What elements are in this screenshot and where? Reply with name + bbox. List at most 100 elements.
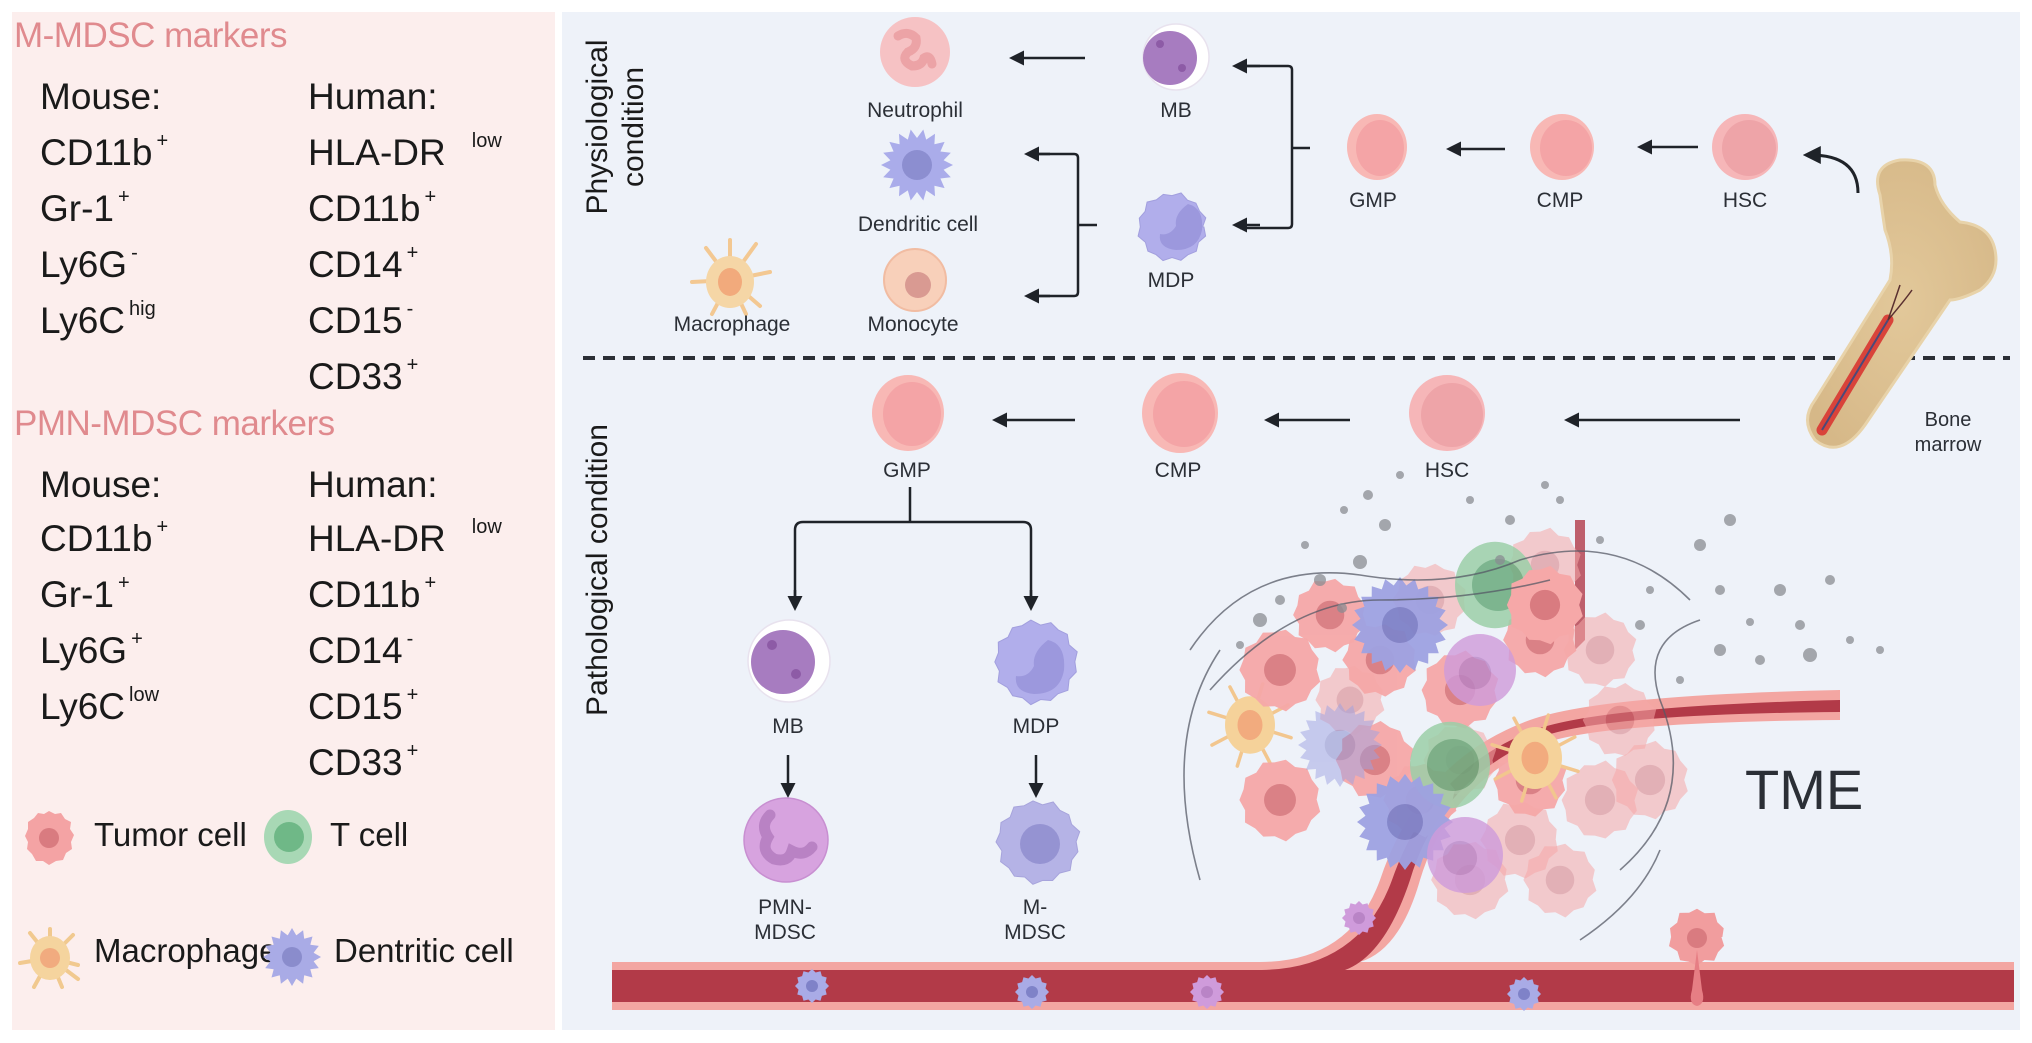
marker-name: HLA-DR	[308, 518, 446, 559]
label-pmn-mdsc-line1: PMN-	[758, 896, 812, 919]
t-cell-icon	[264, 810, 312, 864]
cytokine-dot	[1314, 574, 1326, 586]
dendritic-cell	[1298, 703, 1382, 787]
cytokine-dot	[1541, 481, 1549, 489]
pmn-mdsc	[1444, 634, 1516, 706]
marker-expression: +	[156, 130, 169, 152]
pmn-mdsc-human-header: Human:	[308, 464, 438, 505]
marker-item: CD11b+	[308, 572, 436, 616]
marker-expression: -	[406, 298, 414, 320]
hsc-cell-physio	[1712, 114, 1778, 180]
branch-gmp-physio	[1240, 64, 1310, 230]
marker-expression: +	[406, 740, 419, 762]
marker-item: CD15+	[308, 684, 419, 728]
arrow-bone-to-hsc	[1802, 146, 1860, 194]
cytokine-dot	[1635, 620, 1645, 630]
label-hsc-path: HSC	[1424, 459, 1470, 482]
label-pmn-mdsc: PMN- MDSC	[754, 895, 816, 945]
dendritic-cell	[1352, 577, 1448, 673]
marker-expression: +	[131, 628, 143, 650]
branch-gmp-path	[793, 487, 1033, 600]
label-m-mdsc: M- MDSC	[1004, 895, 1066, 945]
monocyte-cell-physio	[883, 248, 947, 312]
label-macrophage: Macrophage	[673, 313, 791, 336]
cytokine-dot	[1715, 585, 1725, 595]
mb-cell-path	[747, 619, 831, 703]
marker-name: Ly6C	[40, 300, 126, 341]
cytokine-dot	[1337, 603, 1347, 613]
cytokine-dot	[1363, 490, 1373, 500]
label-mb-physio: MB	[1160, 99, 1192, 122]
marker-name: Gr-1	[40, 188, 114, 229]
bone-marrow-label-line2: marrow	[1914, 434, 1982, 456]
tumor-microenvironment-cluster	[1183, 527, 1701, 941]
cytokine-dot	[1340, 506, 1348, 514]
tme-label: TME	[1745, 758, 1864, 821]
cmp-cell-physio	[1530, 114, 1594, 180]
cytokine-dot	[1275, 595, 1285, 605]
macrophage-cell-physio	[690, 238, 772, 316]
marker-expression: +	[118, 186, 130, 208]
marker-item: Ly6G+	[40, 628, 143, 672]
mdp-cell-physio	[1137, 192, 1207, 262]
cytokine-dot	[1505, 515, 1515, 525]
marker-expression: +	[406, 242, 419, 264]
circulating-cell	[1015, 975, 1049, 1009]
cytokine-dot	[1676, 676, 1684, 684]
cytokine-dot	[1236, 641, 1244, 649]
neutrophil-cell	[880, 17, 950, 87]
physiological-condition-label: Physiological condition	[580, 22, 652, 232]
legend-dendritic-cell: Dentritic cell	[334, 932, 514, 969]
marker-name: CD15	[308, 686, 403, 727]
cytokine-dot	[1694, 539, 1706, 551]
label-mb-path: MB	[772, 715, 804, 738]
marker-item: HLA-DR low	[308, 516, 502, 560]
cytokine-dot	[1379, 519, 1391, 531]
cytokine-dot	[1556, 496, 1564, 504]
marker-expression: -	[406, 628, 414, 650]
marker-expression: low	[471, 516, 502, 538]
extravasating-tumor-cell	[1669, 908, 1725, 1006]
label-m-mdsc-line2: MDSC	[1004, 921, 1066, 944]
cytokine-dot	[1253, 613, 1267, 627]
gmp-cell-physio	[1347, 114, 1407, 180]
cytokine-dot	[1803, 648, 1817, 662]
cytokine-dot	[1746, 618, 1754, 626]
marker-name: Gr-1	[40, 574, 114, 615]
marker-name: Ly6G	[40, 630, 128, 671]
marker-expression: low	[129, 684, 160, 706]
marker-item: CD11b+	[40, 130, 169, 174]
marker-item: Gr-1+	[40, 186, 130, 230]
cytokine-dot	[1846, 636, 1854, 644]
pathological-condition-label: Pathological condition	[581, 424, 614, 716]
pmn-mdsc	[1427, 817, 1503, 893]
dendritic-cell-physio	[881, 129, 953, 201]
marker-expression: low	[471, 130, 502, 152]
circulating-cells	[795, 901, 1725, 1011]
marker-name: CD11b	[40, 132, 153, 173]
cmp-cell-path	[1142, 373, 1218, 453]
branch-mdp-physio	[1035, 152, 1097, 298]
marker-name: CD11b	[40, 518, 153, 559]
physiological-label-line1: Physiological	[581, 39, 614, 215]
label-mdp-path: MDP	[1012, 715, 1060, 738]
m-mdsc-title: M-MDSC markers	[14, 16, 287, 55]
label-mdp-physio: MDP	[1147, 269, 1195, 292]
marker-expression: +	[406, 684, 419, 706]
marker-item: CD14-	[308, 628, 414, 672]
marker-name: Ly6C	[40, 686, 126, 727]
bone-marrow-icon	[1806, 158, 1998, 449]
macrophage-icon	[18, 927, 80, 989]
pmn-mdsc-mouse-header: Mouse:	[40, 464, 162, 505]
tumor-cell	[1563, 612, 1637, 687]
legend-tumor-cell: Tumor cell	[94, 816, 247, 853]
cytokine-dot	[1825, 575, 1835, 585]
marker-item: CD15-	[308, 298, 414, 342]
tumor-cell	[1239, 629, 1321, 712]
marker-name: CD14	[308, 244, 403, 285]
label-hsc-physio: HSC	[1722, 189, 1768, 212]
circulating-cell	[1342, 901, 1376, 935]
gmp-cell-path	[872, 375, 944, 451]
label-cmp-path: CMP	[1154, 459, 1202, 482]
